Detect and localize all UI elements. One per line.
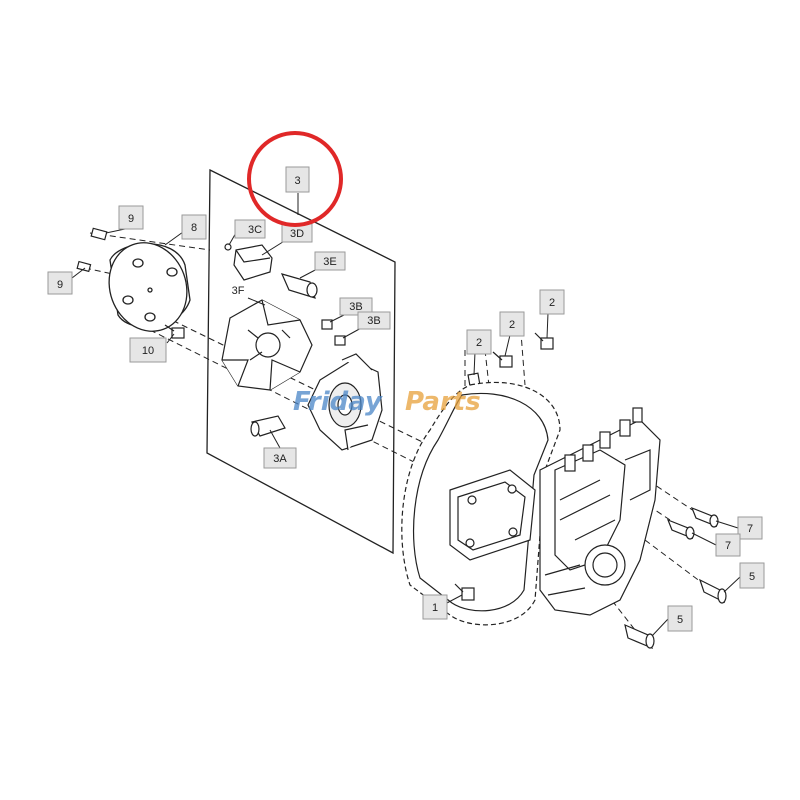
- callout-2-left-label: 2: [476, 337, 482, 349]
- callout-5-upper-label: 5: [749, 571, 755, 583]
- callout-2-right-label: 2: [549, 297, 555, 309]
- highlight-circle: [247, 131, 343, 227]
- bottom-bolt-part: [454, 583, 475, 601]
- callout-3b-upper-label: 3B: [349, 301, 362, 313]
- callout-3a-label: 3A: [273, 453, 287, 465]
- callout-8-label: 8: [191, 222, 197, 234]
- callouts: 3 3C 3D 3E 3F 3B 3B 3A: [47, 166, 765, 632]
- callout-3e: 3E: [314, 251, 346, 271]
- callout-3f-label: 3F: [232, 285, 245, 297]
- callout-2-middle-label: 2: [509, 319, 515, 331]
- callout-9-upper: 9: [118, 205, 144, 230]
- callout-2-right: 2: [539, 289, 565, 315]
- callout-3b-upper: 3B: [339, 297, 373, 316]
- bolt-part: [164, 324, 185, 339]
- callout-3c-label: 3C: [248, 224, 262, 236]
- callout-7-upper-label: 7: [747, 523, 753, 535]
- coupling-components: [221, 243, 383, 451]
- callout-2-middle: 2: [499, 311, 525, 337]
- callout-3b-lower-label: 3B: [367, 315, 380, 327]
- callout-9-upper-label: 9: [128, 213, 134, 225]
- svg-text:Parts: Parts: [405, 387, 481, 417]
- callout-3a: 3A: [263, 447, 297, 469]
- callout-8: 8: [181, 214, 207, 240]
- callout-10: 10: [129, 337, 167, 363]
- callout-1-label: 1: [432, 602, 438, 614]
- callout-3d-label: 3D: [290, 228, 304, 240]
- callout-5-lower-label: 5: [677, 614, 683, 626]
- callout-3f: 3F: [232, 285, 245, 297]
- callout-1: 1: [422, 594, 448, 620]
- callout-7-upper: 7: [737, 516, 763, 540]
- callout-10-label: 10: [142, 345, 154, 357]
- callout-5-upper: 5: [739, 562, 765, 589]
- pin-part: [76, 227, 108, 273]
- callout-5-lower: 5: [667, 605, 693, 632]
- callout-3c: 3C: [234, 219, 266, 239]
- callout-3b-lower: 3B: [357, 311, 391, 330]
- callout-9-lower: 9: [47, 271, 73, 295]
- callout-3: 3: [285, 166, 310, 193]
- pump-housing: [401, 381, 661, 626]
- fittings: [624, 506, 727, 650]
- callout-7-lower: 7: [715, 533, 741, 557]
- mount-bolts: [467, 332, 554, 388]
- flywheel-disc-part: [108, 242, 191, 332]
- callout-3e-label: 3E: [323, 256, 336, 268]
- callout-9-lower-label: 9: [57, 279, 63, 291]
- callout-7-lower-label: 7: [725, 540, 731, 552]
- callout-3d: 3D: [281, 223, 313, 243]
- callout-2-left: 2: [466, 329, 492, 355]
- svg-text:Friday: Friday: [293, 387, 383, 417]
- callout-3-label: 3: [294, 175, 300, 187]
- watermark-logo: Friday Parts: [293, 387, 481, 417]
